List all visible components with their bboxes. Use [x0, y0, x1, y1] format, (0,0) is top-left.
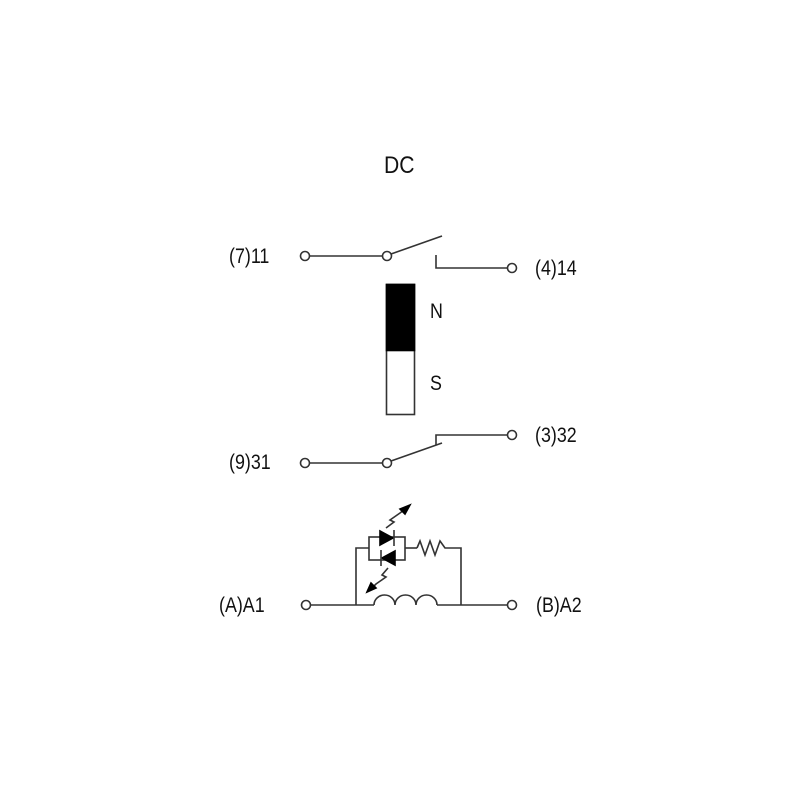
terminal-label-4-14: (4)14 [535, 257, 577, 280]
resistor-icon [416, 538, 448, 558]
terminal-9-31-icon [299, 457, 311, 469]
magnet-south-label: S [430, 372, 442, 395]
magnet-north-label: N [430, 300, 443, 323]
permanent-magnet-icon [385, 283, 416, 416]
terminal-label-3-32: (3)32 [535, 424, 577, 447]
coil-circuit [300, 503, 518, 611]
no-contact-switch [299, 235, 518, 274]
terminal-7-11-icon [299, 250, 311, 262]
terminal-label-7-11: (7)11 [229, 245, 270, 268]
diagram-title: DC [384, 152, 415, 179]
terminal-a2-icon [506, 599, 518, 611]
led-indicator-icon [365, 503, 448, 594]
terminal-3-32-icon [506, 429, 518, 441]
coil-inductor-icon [373, 594, 438, 606]
terminal-4-14-icon [506, 262, 518, 274]
terminal-label-a2: (B)A2 [536, 594, 582, 617]
terminal-label-9-31: (9)31 [229, 451, 271, 474]
terminal-label-a1: (A)A1 [219, 594, 265, 617]
nc-contact-switch [299, 429, 518, 469]
terminal-a1-icon [300, 599, 312, 611]
